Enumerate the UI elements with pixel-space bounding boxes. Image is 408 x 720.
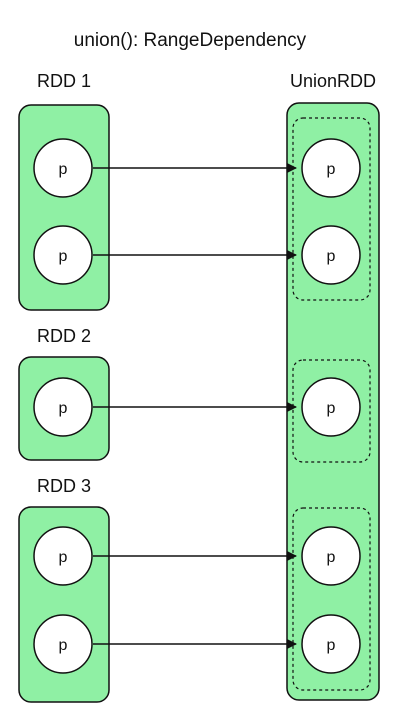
diagram-title: union(): RangeDependency (74, 30, 307, 51)
union-partition-label: p (327, 161, 336, 178)
rdd-3-partition-node (33, 614, 93, 674)
union-partition-label: p (327, 549, 336, 566)
rdd-3-partition-node (33, 526, 93, 586)
union-partition-node (301, 377, 361, 437)
union-partition-node (301, 138, 361, 198)
rdd-2-partition-node (33, 377, 93, 437)
union-rdd-label: UnionRDD (290, 71, 376, 91)
rdd-1-partition-node (33, 225, 93, 285)
union-partition-node (301, 526, 361, 586)
union-group-rdd-1 (292, 117, 371, 301)
rdd-1-partition-label: p (59, 248, 68, 265)
union-partition-node (301, 614, 361, 674)
union-partition-node (301, 225, 361, 285)
rdd-2-partition-label: p (59, 400, 68, 417)
union-partition-label: p (327, 400, 336, 417)
rdd-1-partition-node (33, 138, 93, 198)
union-partition-label: p (327, 637, 336, 654)
rdd-1-partition-label: p (59, 161, 68, 178)
rdd-3-partition-label: p (59, 549, 68, 566)
rdd-1-label: RDD 1 (37, 71, 91, 91)
union-partition-label: p (327, 248, 336, 265)
rdd-2-label: RDD 2 (37, 326, 91, 346)
rdd-3-partition-label: p (59, 637, 68, 654)
rdd-3-label: RDD 3 (37, 476, 91, 496)
union-group-rdd-3 (292, 507, 371, 691)
